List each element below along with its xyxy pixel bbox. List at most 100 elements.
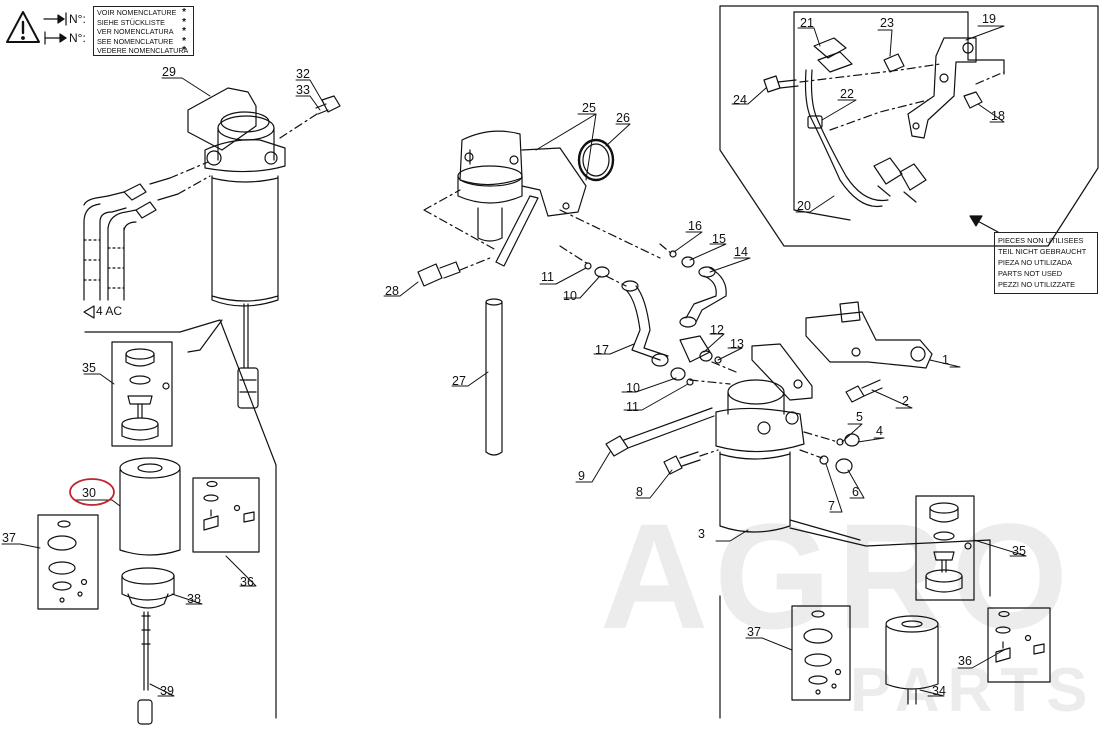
bar-to-arrow-icon [44, 31, 67, 45]
star-icon: * [182, 35, 186, 47]
callout-15: 15 [712, 232, 726, 246]
not-used-line-1: PIECES NON UTILISEES [998, 236, 1084, 245]
callout-4: 4 [876, 424, 883, 438]
kit-box-36-left [192, 477, 260, 553]
kit-box-35-left [111, 341, 173, 447]
hose-left [83, 177, 179, 301]
warning-icon [6, 11, 40, 43]
rod-27 [485, 298, 503, 456]
callout-19: 19 [982, 12, 996, 26]
callout-18: 18 [991, 109, 1005, 123]
nut-10 [594, 266, 610, 278]
callout-30[interactable]: 30 [82, 486, 96, 500]
callout-21: 21 [800, 16, 814, 30]
callout-16: 16 [688, 219, 702, 233]
callout-23: 23 [880, 16, 894, 30]
connector-23 [883, 53, 905, 73]
callout-7: 7 [828, 499, 835, 513]
ac-arrow-icon [83, 305, 95, 319]
callout-34: 34 [932, 684, 946, 698]
highlight-ring-30 [69, 478, 115, 506]
star-icon: * [182, 45, 186, 57]
washer-7 [819, 455, 829, 465]
washer-11 [584, 262, 592, 270]
kit-box-35-right [915, 495, 975, 601]
legend-line-3: VER NOMENCLATURA [97, 27, 174, 37]
bolt-18 [963, 91, 983, 109]
callout-32: 32 [296, 67, 310, 81]
ac-reference-label: 4 AC [96, 304, 123, 318]
plug-6 [835, 458, 853, 474]
callout-36b: 36 [958, 654, 972, 668]
pump-25 [457, 130, 587, 267]
callout-36a: 36 [240, 575, 254, 589]
bolt-9 [605, 407, 715, 457]
callout-17: 17 [595, 343, 609, 357]
callout-28: 28 [385, 284, 399, 298]
callout-2: 2 [902, 394, 909, 408]
callout-13: 13 [730, 337, 744, 351]
callout-37b: 37 [747, 625, 761, 639]
bowl-38 [121, 567, 175, 609]
filter-assembly-29 [187, 87, 286, 409]
callout-35a: 35 [82, 361, 96, 375]
callout-27: 27 [452, 374, 466, 388]
callout-12: 12 [710, 323, 724, 337]
callout-24: 24 [733, 93, 747, 107]
callout-38: 38 [187, 592, 201, 606]
callout-22: 22 [840, 87, 854, 101]
not-used-line-2: TEIL NICHT GEBRAUCHT [998, 247, 1087, 256]
seal-kit-box-37-left [37, 514, 99, 610]
callout-10a: 10 [563, 289, 577, 303]
bolt-32-33 [315, 95, 341, 115]
bolt-8 [663, 451, 701, 475]
bolt-24 [763, 75, 799, 93]
kit-box-36-right [987, 607, 1051, 683]
left-panel-border [84, 319, 277, 719]
filter-cartridge-30 [119, 457, 181, 556]
not-used-line-4: PARTS NOT USED [998, 269, 1063, 278]
legend-line-2: SIEHE STÜCKLISTE [97, 17, 165, 27]
inset-border [719, 5, 1099, 247]
seal-kit-box-37-right [791, 605, 851, 701]
callout-26: 26 [616, 111, 630, 125]
parts-not-used-box: PIECES NON UTILISEES TEIL NICHT GEBRAUCH… [994, 232, 1098, 294]
o-ring-26 [577, 138, 615, 182]
nut-15 [681, 256, 695, 268]
callout-10b: 10 [626, 381, 640, 395]
arrow-to-bar-icon [43, 12, 67, 26]
callout-9: 9 [578, 469, 585, 483]
callout-11b: 11 [626, 400, 639, 414]
filter-cartridge-34 [885, 615, 939, 705]
callout-14: 14 [734, 245, 748, 259]
pipe-14 [679, 266, 727, 328]
callout-1: 1 [942, 353, 949, 367]
callout-39: 39 [160, 684, 174, 698]
filter-head-3 [715, 343, 813, 533]
callout-3: 3 [698, 527, 705, 541]
washer-11b [686, 378, 694, 386]
nomenclature-legend: VOIR NOMENCLATURE * SIEHE STÜCKLISTE * VER… [93, 6, 194, 56]
nut-10b [670, 367, 686, 381]
legend-line-4: SEE NOMENCLATURE [97, 36, 174, 46]
callout-11a: 11 [541, 270, 554, 284]
star-icon: * [182, 7, 186, 18]
callout-29: 29 [162, 65, 176, 79]
not-used-line-3: PIEZA NO UTILIZADA [998, 258, 1072, 267]
bracket-1 [805, 301, 933, 369]
right-panel-border [719, 527, 991, 719]
callout-5: 5 [856, 410, 863, 424]
callout-8: 8 [636, 485, 643, 499]
not-used-line-5: PEZZI NO UTILIZZATE [998, 280, 1076, 289]
sensor-39 [137, 611, 153, 725]
pipe-17 [621, 280, 669, 367]
star-icon: * [182, 16, 186, 28]
bolt-2 [845, 379, 883, 403]
callout-6: 6 [852, 485, 859, 499]
n-label-2: N°: [69, 31, 86, 45]
callout-25: 25 [582, 101, 596, 115]
plug-4 [844, 433, 860, 447]
legend-line-1: VOIR NOMENCLATURE [97, 8, 177, 17]
callout-20: 20 [797, 199, 811, 213]
